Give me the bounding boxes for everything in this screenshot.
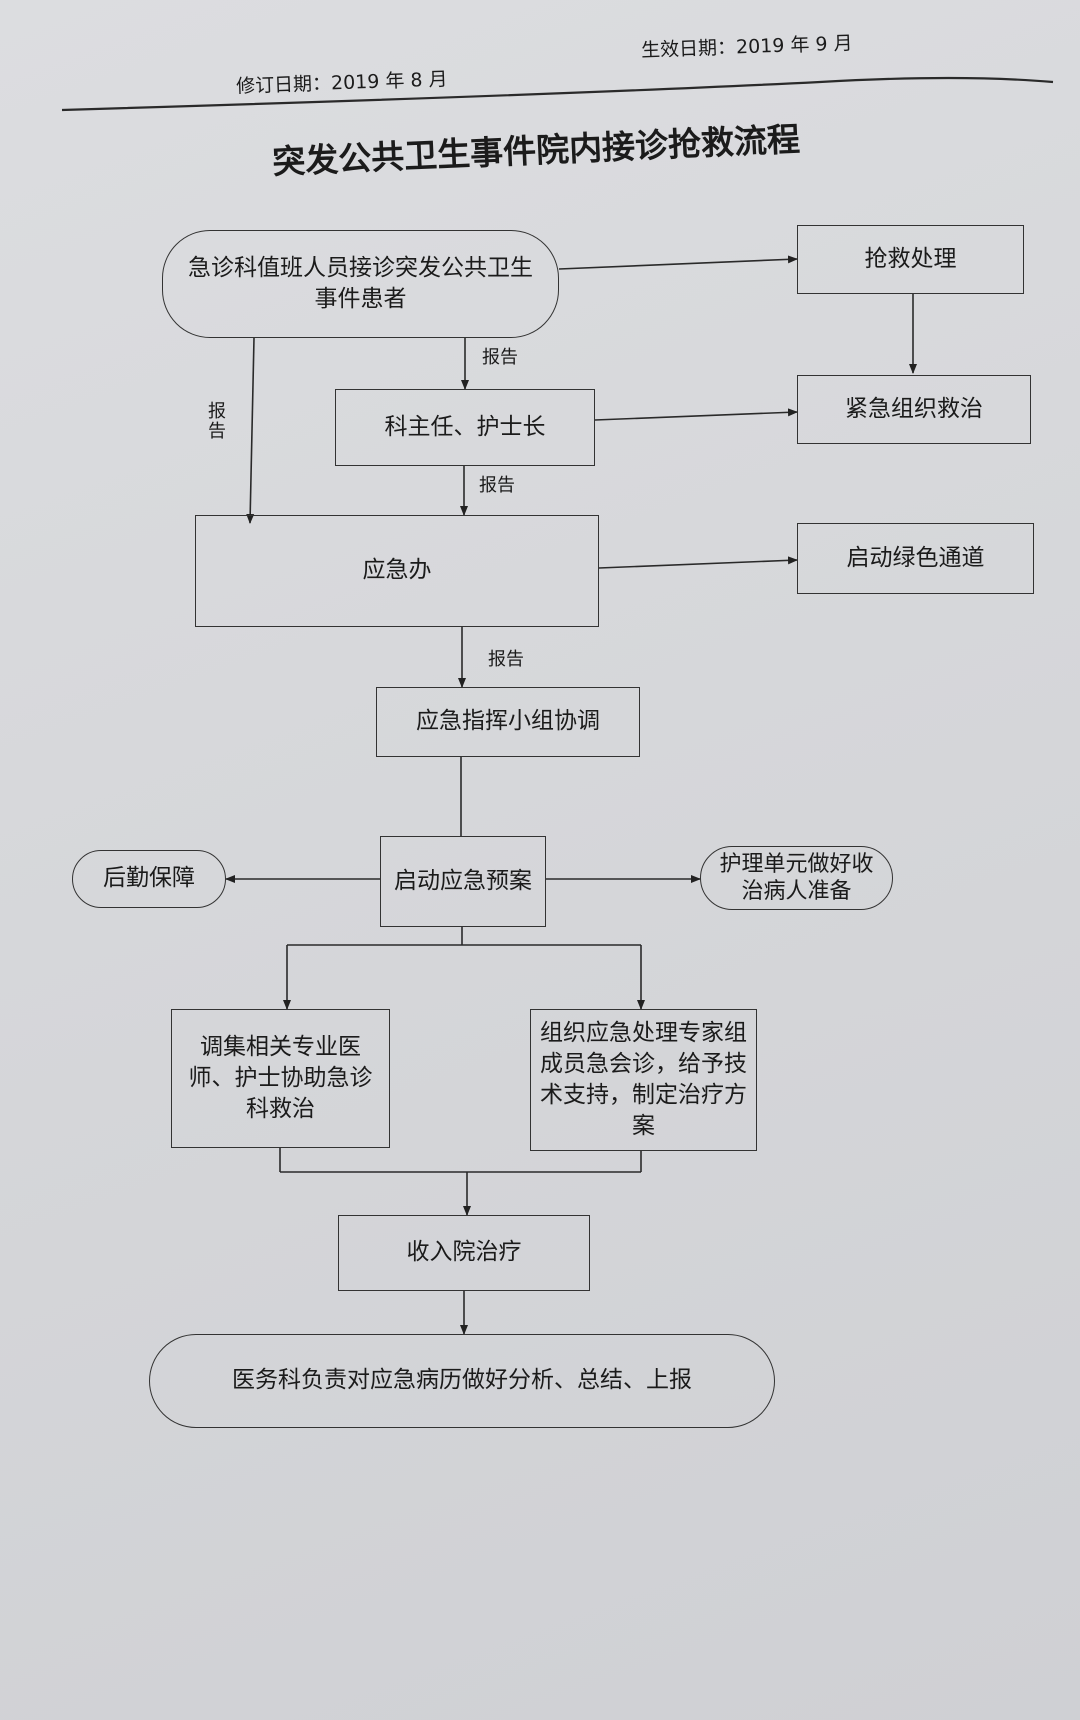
node-nursing: 护理单元做好收治病人准备 [700,846,893,910]
node-summary: 医务科负责对应急病历做好分析、总结、上报 [149,1334,775,1428]
node-command-group: 应急指挥小组协调 [376,687,640,757]
node-green-channel: 启动绿色通道 [797,523,1034,594]
node-emergency-office: 应急办 [195,515,599,627]
edge-label-report: 报告 [482,347,518,368]
node-director: 科主任、护士长 [335,389,595,466]
edge-label-report: 报告 [479,475,515,496]
node-admit: 收入院治疗 [338,1215,590,1291]
node-plan: 启动应急预案 [380,836,546,927]
edge-label-report: 报告 [208,401,226,442]
edge-label-report: 报告 [488,649,524,670]
node-start: 急诊科值班人员接诊突发公共卫生事件患者 [162,230,559,338]
node-experts: 组织应急处理专家组成员急会诊，给予技术支持，制定治疗方案 [530,1009,757,1151]
node-rescue: 抢救处理 [797,225,1024,294]
node-mobilize: 调集相关专业医师、护士协助急诊科救治 [171,1009,390,1148]
header-rule [61,76,1054,112]
node-urgent-treatment: 紧急组织救治 [797,375,1031,444]
node-logistics: 后勤保障 [72,850,226,908]
